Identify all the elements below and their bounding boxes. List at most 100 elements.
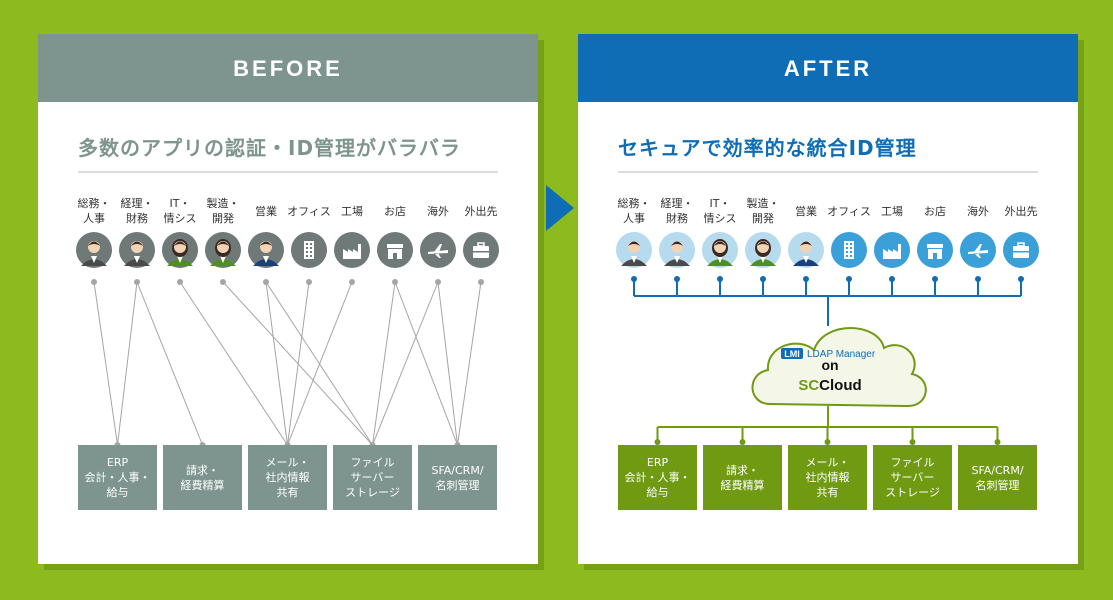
- after-app-label-line: サーバー: [890, 471, 935, 484]
- after-category-label-line: 外出先: [1004, 205, 1038, 218]
- after-category-label-line: お店: [924, 205, 946, 218]
- after-category-label: 経理・財務: [651, 196, 703, 226]
- shirt-shape: [177, 256, 183, 263]
- before-connector-dot: [91, 279, 97, 285]
- before-app-label-line: メール・: [265, 456, 310, 469]
- after-connector-dot: [674, 276, 680, 282]
- lmi-logo-icon: [781, 348, 803, 359]
- before-app-label-line: サーバー: [350, 471, 395, 484]
- shirt-shape: [803, 256, 809, 263]
- after-app-label-line: メール・: [805, 456, 850, 469]
- before-connector-dot: [435, 279, 441, 285]
- after-category-label: オフィス: [823, 204, 875, 219]
- hair-top-shape: [800, 241, 812, 246]
- after-connector-dot: [975, 276, 981, 282]
- after-app-label-line: ファイル: [890, 456, 935, 469]
- before-connection-line: [372, 281, 396, 446]
- hair-top-shape: [174, 241, 186, 246]
- after-header: AFTER: [578, 34, 1078, 102]
- cloud-shape: [751, 327, 927, 408]
- before-category-label: 海外: [412, 204, 464, 219]
- avatar-background: [874, 232, 910, 268]
- before-category-label-line: オフィス: [287, 205, 331, 218]
- after-app-box: 請求・経費精算: [703, 445, 782, 510]
- before-connection-line: [265, 281, 288, 446]
- before-category-label-line: 営業: [255, 205, 277, 218]
- transition-arrow-icon: [546, 185, 574, 231]
- after-app-label-line: 給与: [646, 486, 669, 499]
- before-app-label-line: ファイル: [350, 456, 395, 469]
- after-app-label-line: ストレージ: [885, 486, 940, 499]
- shirt-shape: [760, 256, 766, 263]
- after-title: セキュアで効率的な統合ID管理: [618, 136, 917, 160]
- before-app-box: ファイルサーバーストレージ: [333, 445, 412, 510]
- before-connection-line: [93, 281, 118, 446]
- shirt-shape: [674, 256, 680, 263]
- sccloud-suffix: Cloud: [819, 377, 862, 394]
- before-category-label: 営業: [240, 204, 292, 219]
- before-connector-dot: [349, 279, 355, 285]
- before-app-label-line: 経費精算: [180, 478, 225, 492]
- after-category-label: 総務・人事: [608, 196, 660, 226]
- after-app-label-line: 社内情報: [805, 471, 850, 484]
- after-connector-dot: [1018, 276, 1024, 282]
- after-category-label-line: 営業: [795, 205, 817, 218]
- after-app-label-line: ERP: [646, 456, 669, 469]
- before-category-label-line: 工場: [341, 205, 363, 218]
- after-connector-dot: [739, 439, 746, 445]
- after-category-label-line: 開発: [752, 212, 774, 225]
- after-category-label-line: 人事: [623, 212, 645, 225]
- before-category-label-line: 海外: [427, 205, 449, 218]
- briefcase-icon: [463, 232, 499, 268]
- before-category-label-line: 製造・: [206, 197, 240, 210]
- before-category-label-line: 人事: [83, 212, 105, 225]
- person-icon: [616, 232, 652, 268]
- person-icon: [659, 232, 695, 268]
- person-suit-icon: [248, 232, 284, 268]
- sccloud-prefix: SC: [798, 377, 819, 394]
- before-app-label-line: 会計・人事・: [84, 471, 151, 484]
- before-category-label-line: 情シス: [163, 212, 197, 225]
- after-category-label: 営業: [780, 204, 832, 219]
- after-panel: AFTER セキュアで効率的な統合ID管理 LMI LDAP Manager o…: [578, 34, 1078, 564]
- sccloud-logo: SCCloud: [798, 377, 861, 394]
- after-category-label: お店: [909, 204, 961, 219]
- office-building-icon: [831, 232, 867, 268]
- after-app-label-line: 請求・: [726, 463, 759, 477]
- on-label: on: [821, 357, 838, 373]
- after-connector-dot: [654, 439, 661, 445]
- before-connection-lines: [91, 279, 484, 448]
- briefcase-icon: [1003, 232, 1039, 268]
- before-category-label-line: 総務・: [77, 197, 111, 210]
- before-category-label: オフィス: [283, 204, 335, 219]
- before-connector-dot: [392, 279, 398, 285]
- before-app-label-line: ストレージ: [345, 486, 400, 499]
- shirt-shape: [717, 256, 723, 263]
- before-app-label-line: 名刺管理: [435, 478, 480, 492]
- airplane-icon: [420, 232, 456, 268]
- after-connector-dot: [717, 276, 723, 282]
- person-woman-icon: [205, 232, 241, 268]
- before-category-label: 外出先: [455, 204, 507, 219]
- before-app-label-line: 給与: [106, 486, 129, 499]
- hair-top-shape: [131, 241, 143, 246]
- person-woman-icon: [702, 232, 738, 268]
- after-category-label: 外出先: [995, 204, 1047, 219]
- person-woman-icon: [162, 232, 198, 268]
- hair-top-shape: [757, 241, 769, 246]
- after-category-label: 海外: [952, 204, 1004, 219]
- before-connection-line: [179, 281, 288, 446]
- person-woman-icon: [745, 232, 781, 268]
- after-app-box: メール・社内情報共有: [788, 445, 867, 510]
- after-connector-dot: [994, 439, 1001, 445]
- hair-top-shape: [714, 241, 726, 246]
- shirt-shape: [631, 256, 637, 263]
- after-category-label-line: 経理・: [660, 197, 694, 210]
- before-connector-dot: [220, 279, 226, 285]
- before-title-divider: [78, 171, 498, 173]
- before-connection-line: [136, 281, 203, 446]
- after-category-label-line: 海外: [967, 205, 989, 218]
- before-title: 多数のアプリの認証・ID管理がバラバラ: [78, 136, 461, 160]
- before-app-box: メール・社内情報共有: [248, 445, 327, 510]
